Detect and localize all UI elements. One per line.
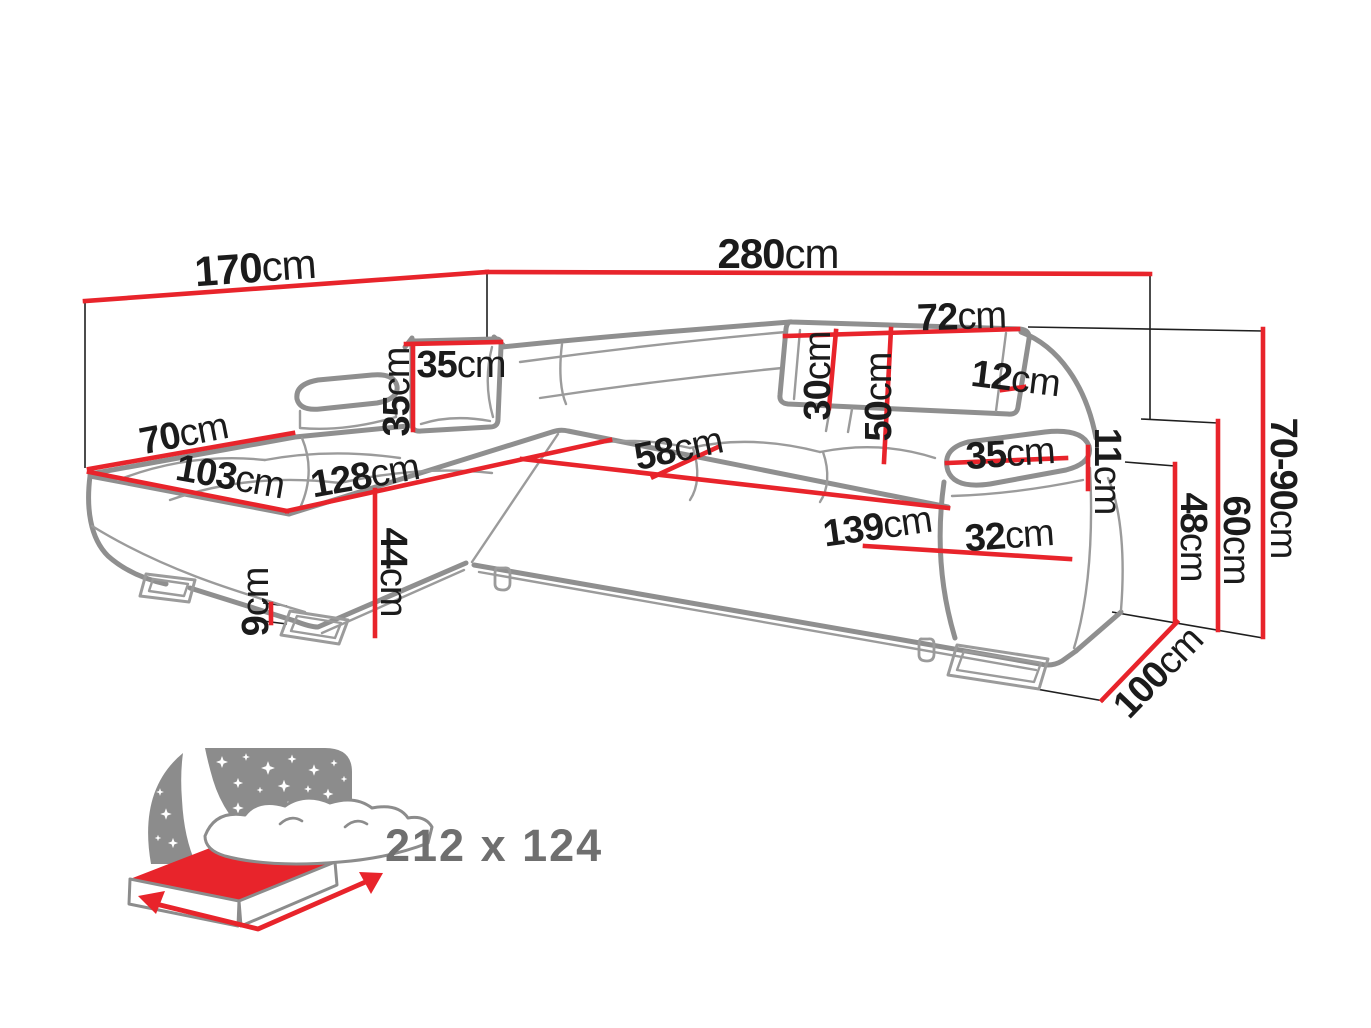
left-armrest-pad [294,372,400,412]
dimension-labels: 170cm 280cm 72cm 12cm 30cm 50cm 35cm 35c… [136,230,1304,726]
dim-line-72 [782,326,1021,339]
label-280cm: 280cm [717,230,838,277]
label-12cm: 12cm [969,353,1062,406]
label-60cm: 60cm [1215,496,1257,585]
dim-line-100 [1098,618,1181,704]
label-128cm: 128cm [308,446,423,506]
seat-front-edge [286,427,951,517]
dim-line-103 [86,469,290,514]
mattress-front-right [237,860,339,928]
corner-sofa-illustration [86,319,1124,691]
dim-line-139 [519,456,951,511]
dim-line-280 [484,269,1153,277]
label-48cm: 48cm [1172,493,1214,582]
dim-line-170 [82,269,490,304]
headrest-panel [777,319,1099,441]
dim-line-12 [999,384,1027,393]
dim-line-58 [649,443,722,481]
label-11cm: 11cm [1086,428,1128,515]
dim-line-128 [284,437,613,514]
label-32cm: 32cm [963,512,1055,560]
dimension-lines [82,269,1266,704]
chaise-left-face [86,473,169,587]
label-44cm: 44cm [372,528,414,617]
label-50cm: 50cm [858,353,900,442]
label-30cm: 30cm [797,332,839,421]
sofa-legs [138,566,1050,691]
backrest-top-edge [499,319,793,350]
dimension-arrows [138,872,383,932]
sofa-bottom-right-corner [1073,609,1124,654]
sleeping-function-icon: 212 x 124 [127,748,603,932]
label-35cm-cushion-h: 35cm [376,348,418,437]
back-right-corner [1018,329,1099,441]
label-100cm: 100cm [1105,619,1211,727]
dim-line-70 [86,430,296,472]
moon-swoosh-shape [148,753,196,864]
dim-line-50 [881,326,894,465]
chaise-back-edge [87,423,411,477]
dim-line-35-cushion-w [403,339,504,347]
label-139cm: 139cm [820,499,934,556]
label-170cm: 170cm [193,240,317,295]
label-35cm-armrest: 35cm [964,430,1056,478]
dim-line-35-armrest [944,455,1069,466]
label-70cm: 70cm [136,405,231,463]
label-70-90cm: 70-90cm [1262,418,1304,559]
label-58cm: 58cm [631,419,727,479]
label-35cm-cushion-w: 35cm [417,344,506,386]
dim-line-32 [862,543,1073,562]
dim-line-30 [826,328,839,411]
label-103cm: 103cm [173,447,288,507]
label-9cm: 9cm [235,568,277,637]
projection-guide-lines [84,273,1264,702]
label-72cm: 72cm [916,294,1006,339]
sleeping-size-label: 212 x 124 [385,820,603,871]
duvet [203,796,434,866]
